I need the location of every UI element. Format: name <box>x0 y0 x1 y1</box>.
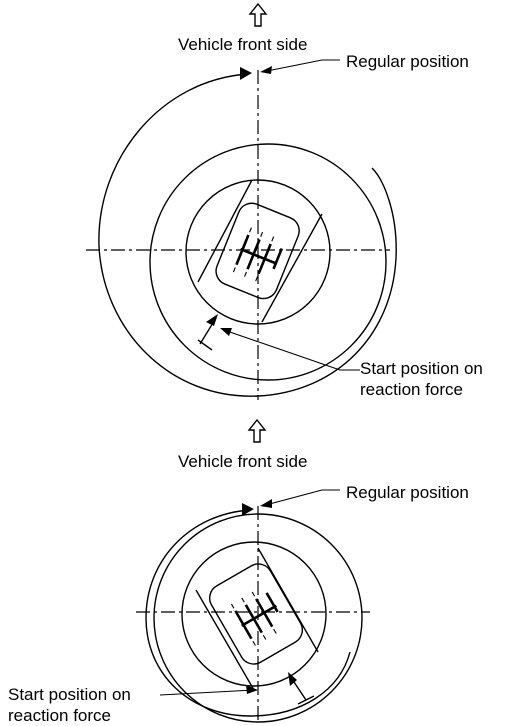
bottom-start-leader <box>159 685 258 696</box>
bottom-panel: Vehicle front side Regular position <box>8 418 469 725</box>
bottom-front-label: Vehicle front side <box>178 452 307 471</box>
top-middle-circle <box>149 143 387 381</box>
bottom-inner-circle <box>181 541 327 687</box>
bottom-start-arrow <box>288 672 315 705</box>
top-regular-label: Regular position <box>346 52 469 71</box>
bottom-outer-circle <box>153 513 363 723</box>
shift-pattern-icon <box>230 591 279 646</box>
top-start-leader <box>220 328 360 371</box>
front-direction-arrow-icon <box>248 2 268 27</box>
shift-pattern-icon <box>232 227 283 282</box>
bottom-regular-leader <box>260 489 340 508</box>
front-direction-arrow-icon <box>247 418 267 443</box>
top-start-arrow <box>197 314 218 351</box>
top-start-label-line2: reaction force <box>360 380 463 399</box>
top-rotation-path <box>98 67 397 397</box>
bottom-start-label-line1: Start position on <box>8 685 131 704</box>
top-slant-band <box>197 179 323 323</box>
bottom-knob-outline <box>208 563 304 665</box>
top-start-label-line1: Start position on <box>360 359 483 378</box>
top-inner-circle <box>185 179 331 325</box>
bottom-regular-label: Regular position <box>346 483 469 502</box>
bottom-rotation-path <box>145 503 351 717</box>
top-panel: Vehicle front side Regular position <box>86 2 483 400</box>
top-knob-outline <box>215 202 300 300</box>
top-regular-leader <box>260 59 340 74</box>
bottom-slant-band <box>195 547 319 691</box>
bottom-start-label-line2: reaction force <box>8 706 111 725</box>
top-front-label: Vehicle front side <box>178 35 307 54</box>
